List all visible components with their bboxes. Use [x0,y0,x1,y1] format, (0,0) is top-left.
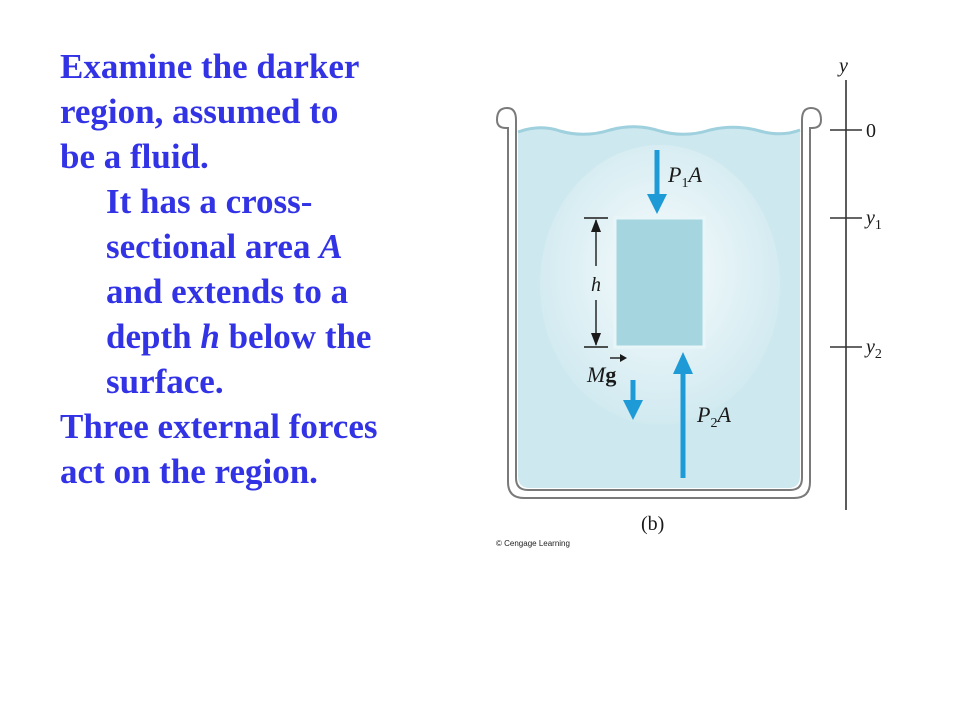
text-line: surface. [106,362,224,401]
copyright-notice: © Cengage Learning [496,539,570,548]
fluid-element [613,216,706,349]
tick-label-y1: y1 [864,207,882,233]
height-arrow-down [591,333,601,346]
weight-arrow [623,380,643,420]
text-line: region, assumed to [60,92,339,131]
weight-label: Mg [586,362,616,387]
vector-arrow-icon [610,354,627,362]
text-line: be a fluid. [60,137,209,176]
text-fragment: below the [219,317,372,356]
height-label: h [591,274,601,296]
force-arrow-bottom [673,352,693,478]
text-line: Examine the darker [60,47,360,86]
variable-A: A [319,227,343,266]
description-text: Examine the darker region, assumed to be… [60,44,460,494]
text-line: act on the region. [60,452,318,491]
tick-label-0: 0 [866,120,876,142]
text-fragment: sectional area [106,227,320,266]
force-arrow-top [647,150,667,214]
variable-h: h [200,317,220,356]
tick-label-y2: y2 [864,336,882,362]
water-surface [517,125,801,136]
text-line: Three external forces [60,407,378,446]
text-fragment: depth [106,317,201,356]
text-line: sectional area A [60,224,460,269]
force-top-label: P1A [667,162,702,191]
y-axis-label: y [837,55,848,77]
text-line: depth h below the [60,314,460,359]
text-line: and extends to a [106,272,349,311]
force-bottom-label: P2A [696,402,731,431]
text-line: It has a cross- [106,182,313,221]
container [495,106,823,499]
height-arrow-up [591,219,601,232]
figure-caption: (b) [641,513,664,535]
